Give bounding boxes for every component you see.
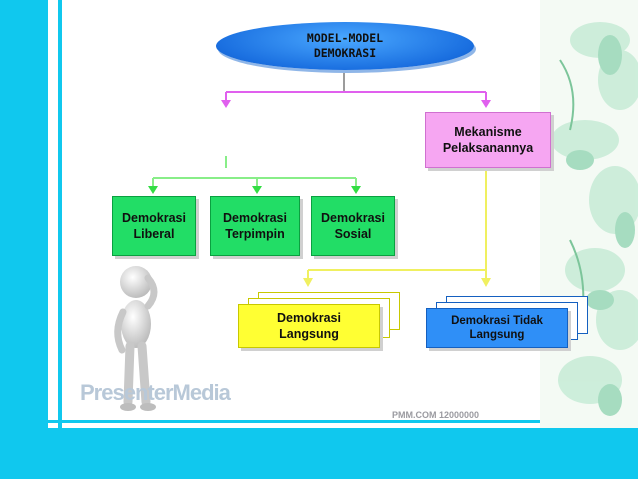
node-langsung-label: Demokrasi Langsung bbox=[277, 311, 341, 341]
inner-frame-line bbox=[58, 0, 62, 428]
node-demokrasi-langsung: Demokrasi Langsung bbox=[238, 304, 380, 348]
node-mekanisme-label: Mekanisme Pelaksanannya bbox=[442, 125, 534, 155]
node-tidak-langsung-label: Demokrasi Tidak Langsung bbox=[451, 315, 543, 341]
left-frame-band bbox=[0, 0, 48, 479]
bottom-frame-band bbox=[0, 428, 638, 479]
presentermedia-watermark: PresenterMedia bbox=[80, 380, 231, 405]
node-mekanisme: Mekanisme Pelaksanannya bbox=[425, 112, 551, 168]
flower-decoration bbox=[540, 0, 638, 428]
node-sosial-label: Demokrasi Sosial bbox=[321, 211, 385, 241]
root-node-label: MODEL-MODEL DEMOKRASI bbox=[306, 31, 384, 60]
bottom-frame-line bbox=[48, 420, 638, 423]
node-demokrasi-sosial: Demokrasi Sosial bbox=[311, 196, 395, 256]
node-demokrasi-terpimpin: Demokrasi Terpimpin bbox=[210, 196, 300, 256]
node-terpimpin-label: Demokrasi Terpimpin bbox=[223, 211, 287, 241]
thinking-figure-illustration bbox=[108, 262, 168, 414]
root-node-model-demokrasi: MODEL-MODEL DEMOKRASI bbox=[216, 22, 474, 70]
node-liberal-label: Demokrasi Liberal bbox=[122, 211, 186, 241]
node-demokrasi-tidak-langsung: Demokrasi Tidak Langsung bbox=[426, 308, 568, 348]
stamp-text: PMM.COM 12000000 bbox=[392, 410, 480, 420]
node-demokrasi-liberal: Demokrasi Liberal bbox=[112, 196, 196, 256]
